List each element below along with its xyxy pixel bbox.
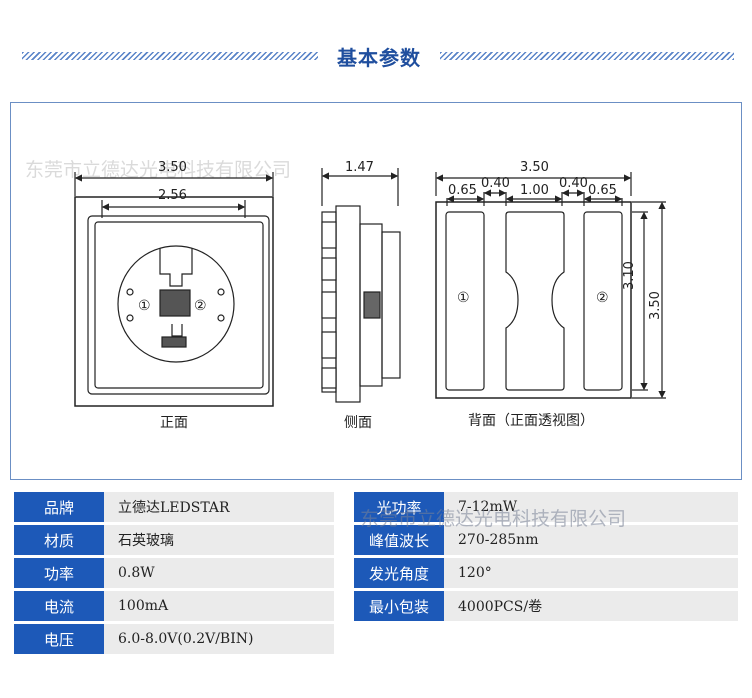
spec-value: 4000PCS/卷: [444, 591, 738, 621]
spec-key: 峰值波长: [354, 525, 444, 555]
back-dim-h1: 3.10: [622, 261, 637, 290]
back-dim-h2: 3.50: [648, 291, 663, 320]
front-pad-1-label: ①: [138, 298, 151, 314]
spec-value: 立德达LEDSTAR: [104, 492, 334, 522]
spec-row: 材质石英玻璃: [14, 525, 334, 555]
header-decoration-right: [440, 52, 734, 60]
back-pad-1-label: ①: [457, 290, 470, 306]
back-dim-c: 1.00: [520, 183, 549, 198]
header-decoration-left: [22, 52, 318, 60]
spec-row: 品牌立德达LEDSTAR: [14, 492, 334, 522]
dimension-panel: 东莞市立德达光电科技有限公司: [10, 102, 742, 480]
watermark: 东莞市立德达光电科技有限公司: [360, 508, 627, 530]
back-dim-a: 0.65: [448, 183, 477, 198]
spec-key: 品牌: [14, 492, 104, 522]
back-dim-total: 3.50: [520, 160, 549, 175]
spec-value: 6.0-8.0V(0.2V/BIN): [104, 624, 334, 654]
spec-value: 270-285nm: [444, 525, 738, 555]
spec-key: 发光角度: [354, 558, 444, 588]
back-pad-2-label: ②: [596, 290, 609, 306]
front-chip: [159, 289, 191, 317]
spec-key: 功率: [14, 558, 104, 588]
back-view: [435, 172, 666, 399]
back-dim-e: 0.65: [588, 183, 617, 198]
front-pad-2-label: ②: [194, 298, 207, 314]
spec-key: 光功率: [354, 492, 444, 522]
section-title: 基本参数: [337, 46, 421, 70]
front-view: [74, 172, 274, 407]
spec-value: 7-12mW: [444, 492, 738, 522]
front-dim-inner: 2.56: [158, 188, 187, 203]
front-caption: 正面: [160, 415, 188, 431]
back-caption: 背面（正面透视图）: [468, 413, 594, 429]
spec-key: 电压: [14, 624, 104, 654]
front-dim-outer: 3.50: [158, 160, 187, 175]
side-dim-width: 1.47: [345, 160, 374, 175]
spec-value: 0.8W: [104, 558, 334, 588]
spec-value: 石英玻璃: [104, 525, 334, 555]
spec-value: 100mA: [104, 591, 334, 621]
spec-key: 电流: [14, 591, 104, 621]
section-header: 基本参数: [0, 0, 752, 100]
spec-key: 最小包装: [354, 591, 444, 621]
side-caption: 侧面: [344, 415, 372, 431]
spec-value: 120°: [444, 558, 738, 588]
side-view: [321, 168, 401, 403]
spec-key: 材质: [14, 525, 104, 555]
back-dim-d: 0.40: [559, 176, 588, 191]
back-dim-b: 0.40: [481, 176, 510, 191]
front-pad: [161, 336, 187, 348]
